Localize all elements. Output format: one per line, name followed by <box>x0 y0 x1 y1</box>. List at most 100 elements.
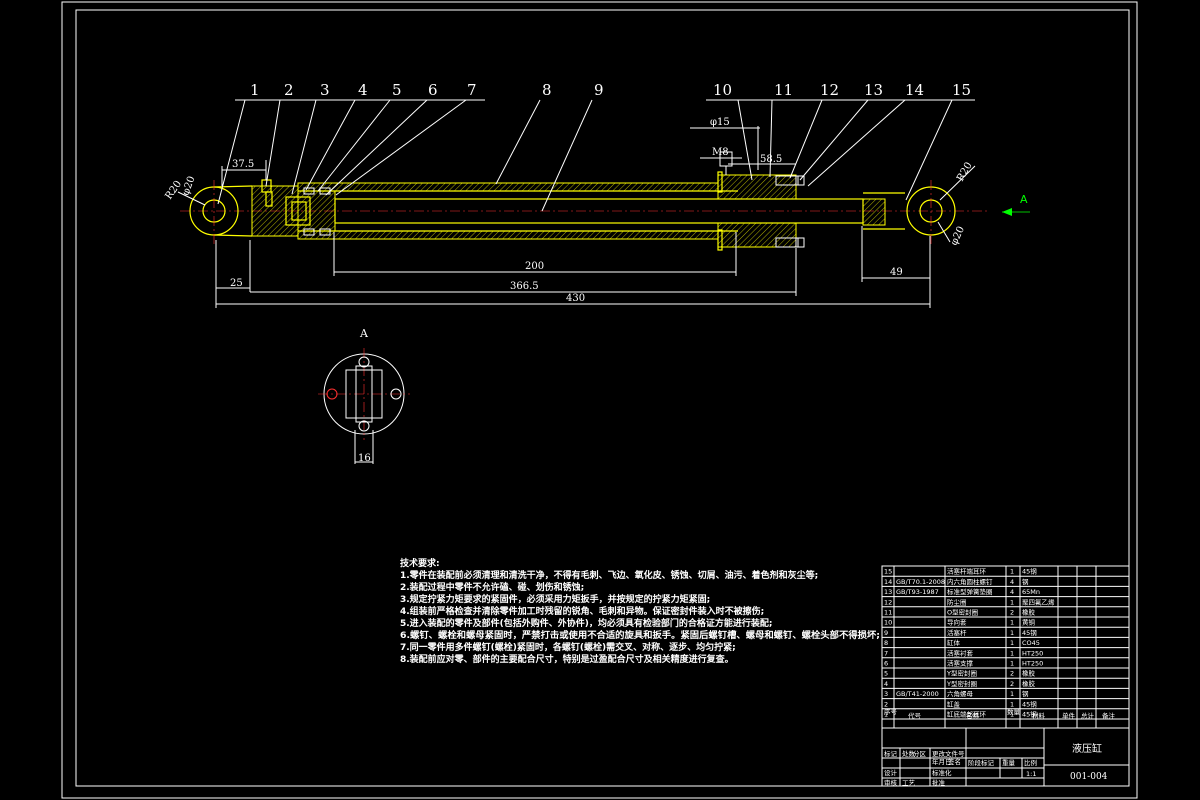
drawing-code: 001-004 <box>1070 772 1108 782</box>
bom-cell-material: 橡胶 <box>1022 608 1036 617</box>
dim-37-5: 37.5 <box>232 159 254 170</box>
title-cell-count: 处数 <box>902 749 916 758</box>
bom-cell-no: 10 <box>884 619 892 627</box>
end-cap-hatched <box>251 185 299 237</box>
bom-cell-name: 导向套 <box>947 618 967 627</box>
bom-cell-material: 橡胶 <box>1022 669 1036 678</box>
title-cell-change-doc: 更改文件号 <box>932 749 965 758</box>
bom-cell-qty: 2 <box>1010 609 1014 617</box>
bom-cell-qty: 4 <box>1010 588 1014 596</box>
bom-cell-qty: 1 <box>1010 568 1014 576</box>
balloon-3: 3 <box>320 81 330 99</box>
inner-frame <box>75 9 1130 787</box>
balloon-1: 1 <box>250 81 260 99</box>
technical-requirements: 技术要求: 1.零件在装配前必须清理和清洗干净，不得有毛刺、飞边、氧化皮、锈蚀、… <box>400 557 880 665</box>
bom-cell-qty: 1 <box>1010 690 1014 698</box>
bom-cell-no: 2 <box>884 700 888 708</box>
balloon-7: 7 <box>467 81 477 99</box>
title-cell-mark: 标记 <box>884 749 898 758</box>
title-cell-process: 工艺 <box>902 779 916 787</box>
dim-366-5: 366.5 <box>510 281 539 292</box>
tech-req-line-6: 6.螺钉、螺栓和螺母紧固时，严禁打击或使用不合适的旋具和扳手。紧固后螺钉槽、螺母… <box>400 629 880 641</box>
balloon-11: 11 <box>774 81 793 99</box>
cylinder-barrel-bottom-wall <box>297 230 719 240</box>
auxiliary-view-label: A <box>359 327 369 340</box>
scale-value: 1:1 <box>1026 770 1036 778</box>
bom-cell-no: 13 <box>884 588 892 596</box>
balloon-9: 9 <box>594 81 604 99</box>
dim-r20-right: R20 <box>955 160 975 183</box>
tech-req-line-4: 4.组装前严格检查并清除零件加工时残留的锐角、毛刺和异物。保证密封件装入时不被擦… <box>400 605 764 617</box>
bom-cell-qty: 1 <box>1010 700 1014 708</box>
bom-cell-name: 活塞支撑 <box>947 659 974 668</box>
dim-58-5: 58.5 <box>760 154 782 165</box>
bom-cell-name: 缸盖 <box>947 699 961 708</box>
bom-cell-material: 45钢 <box>1022 711 1037 719</box>
balloon-10: 10 <box>713 81 732 99</box>
bom-header-name: 名称 <box>966 711 980 720</box>
bom-cell-qty: 4 <box>1010 578 1014 586</box>
bom-header-unit: 单件 <box>1062 711 1076 720</box>
bom-cell-qty: 2 <box>1010 680 1014 688</box>
balloon-numbers: 1 2 3 4 5 6 7 8 9 10 11 12 13 14 15 <box>250 81 971 99</box>
tech-req-line-8: 8.装配前应对零、部件的主要配合尺寸，特别是过盈配合尺寸及相关精度进行复查。 <box>400 653 734 665</box>
bom-cell-code: GB/T41-2000 <box>896 690 939 698</box>
tech-req-line-1: 1.零件在装配前必须清理和清洗干净，不得有毛刺、飞边、氧化皮、锈蚀、切屑、油污、… <box>400 569 818 581</box>
bom-cell-name: 缸底端部耳环 <box>947 710 987 719</box>
bom-cell-no: 3 <box>884 690 888 698</box>
cylinder-assembly-view <box>180 151 990 251</box>
balloon-12: 12 <box>820 81 839 99</box>
bom-cell-material: 黄铜 <box>1022 618 1036 627</box>
tech-req-line-3: 3.规定拧紧力矩要求的紧固件，必须采用力矩扳手，并按规定的拧紧力矩紧固; <box>400 593 710 605</box>
tech-req-line-7: 7.同一零件用多件螺钉(螺栓)紧固时，各螺钉(螺栓)需交叉、对称、逐步、均匀拧紧… <box>400 641 736 653</box>
bom-cell-name: 防尘圈 <box>947 597 967 606</box>
balloon-5: 5 <box>392 81 402 99</box>
bom-cell-no: 11 <box>884 609 892 617</box>
bom-cell-no: 1 <box>884 711 888 719</box>
balloon-14: 14 <box>905 81 924 99</box>
view-a-label: A <box>1020 193 1028 206</box>
bom-cell-no: 8 <box>884 639 888 647</box>
title-cell-scale: 比例 <box>1024 758 1037 767</box>
title-cell-date: 年月日 <box>932 757 952 766</box>
bom-header-remark: 备注 <box>1102 711 1116 720</box>
bom-cell-name: Y型密封圈 <box>946 669 977 678</box>
bom-cell-name: 内六角圆柱螺钉 <box>947 577 993 586</box>
bom-cell-material: 45钢 <box>1022 568 1037 576</box>
bom-cell-name: 六角螺母 <box>947 689 974 698</box>
tech-req-title: 技术要求: <box>400 557 440 569</box>
bom-cell-material: 65Mn <box>1022 588 1040 596</box>
bom-cell-qty: 2 <box>1010 670 1014 678</box>
bom-cell-material: 橡胶 <box>1022 679 1036 688</box>
bom-header-material: 材料 <box>1032 711 1046 720</box>
balloon-4: 4 <box>358 81 368 99</box>
bom-cell-name: 标准型弹簧垫圈 <box>947 587 993 596</box>
balloon-6: 6 <box>428 81 438 99</box>
bom-cell-no: 7 <box>884 649 888 657</box>
dim-430: 430 <box>566 293 585 304</box>
bom-cell-material: HT250 <box>1022 660 1043 668</box>
balloon-15: 15 <box>952 81 971 99</box>
bom-cell-material: 钢 <box>1022 690 1029 698</box>
bom-header-qty: 数量 <box>1007 707 1021 716</box>
dim-m8: M8 <box>712 147 729 158</box>
title-cell-design: 设计 <box>884 768 898 777</box>
bom-header-total: 总计 <box>1081 711 1095 720</box>
tech-req-line-5: 5.进入装配的零件及部件(包括外购件、外协件)，均必须具有检验部门的合格证方能进… <box>400 617 773 629</box>
balloon-8: 8 <box>542 81 552 99</box>
rod-end-hatched <box>862 198 886 226</box>
drawing-name: 液压缸 <box>1072 742 1102 755</box>
title-cell-review: 审核 <box>884 778 898 787</box>
bom-cell-name: 活塞杆端耳环 <box>947 567 987 576</box>
bom-cell-material: 45钢 <box>1022 700 1037 708</box>
bom-cell-no: 14 <box>884 578 892 586</box>
bom-cell-qty: 1 <box>1010 711 1014 719</box>
bom-cell-name: 活塞杆 <box>947 628 967 637</box>
bom-cell-name: 缸体 <box>947 638 961 647</box>
title-cell-approve: 批准 <box>932 778 946 787</box>
dimension-texts: 37.5 φ20 R20 φ15 M8 58.5 200 25 366.5 43… <box>163 117 974 464</box>
title-cell-zone: 分区 <box>913 749 927 758</box>
gland-bottom <box>717 222 797 248</box>
